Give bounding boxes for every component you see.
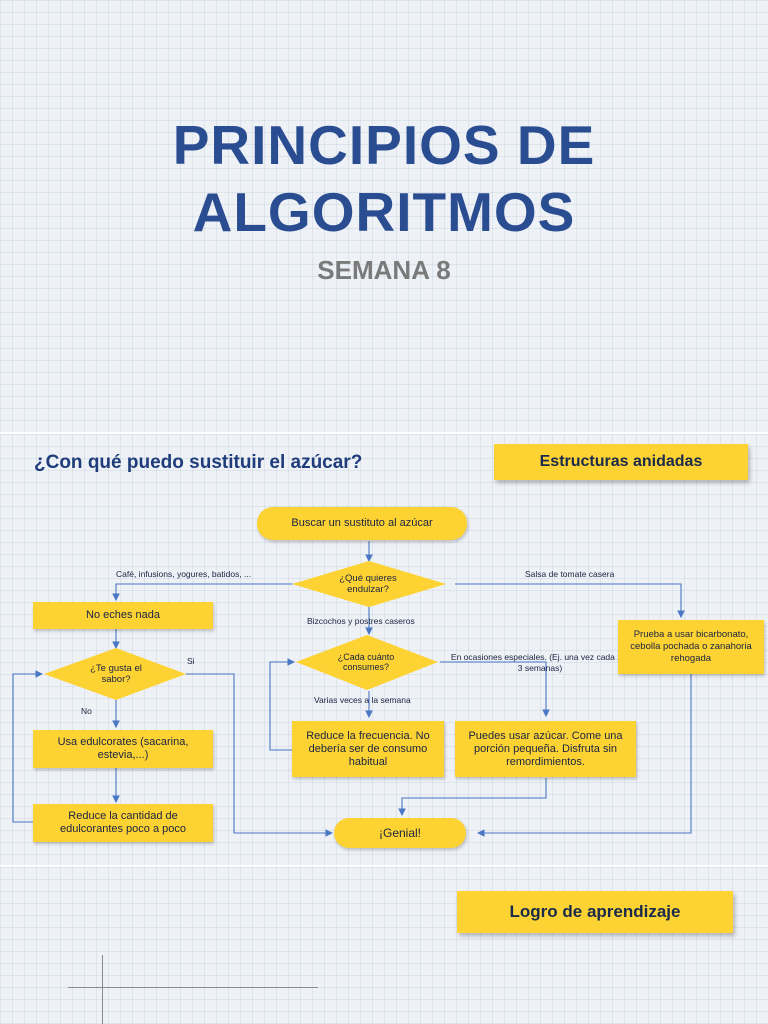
decision-sabor: ¿Te gusta el sabor?: [90, 663, 142, 685]
box-reduce-frecuencia: Reduce la frecuencia. No debería ser de …: [292, 721, 444, 777]
box-prueba-bicarbonato: Prueba a usar bicarbonato, cebolla pocha…: [618, 620, 764, 674]
main-title-line1: PRINCIPIOS DE: [172, 114, 596, 176]
end-node-genial: ¡Genial!: [334, 818, 466, 848]
decision-cada: ¿Cada cuánto consumes?: [337, 651, 395, 673]
box-no-eches-nada: No eches nada: [33, 602, 213, 629]
flowchart-connectors: [12, 541, 692, 837]
learning-slide: Logro de aprendizaje: [0, 867, 768, 1024]
connector-loop-cada: [269, 658, 296, 751]
connector-prueba-genial: [476, 674, 692, 837]
connector-ocasiones: [440, 661, 550, 718]
guide-line-horizontal: [68, 987, 318, 988]
label-ocasiones: En ocasiones especiales. (Ej. una vez ca…: [450, 652, 630, 673]
label-varias: Varias veces a la semana: [314, 695, 411, 705]
main-title-line2: ALGORITMOS: [192, 181, 576, 243]
subtitle: SEMANA 8: [317, 255, 451, 285]
label-bizcochos: Bizcochos y postres caseros: [307, 616, 415, 626]
decision-cada-shape: [296, 635, 438, 690]
decision-sabor-shape: [44, 648, 186, 700]
label-salsa: Salsa de tomate casera: [525, 569, 615, 579]
tag-estructuras-anidadas: Estructuras anidadas: [494, 444, 748, 480]
label-si: Si: [187, 656, 195, 666]
title-slide: PRINCIPIOS DE ALGORITMOS SEMANA 8: [0, 0, 768, 432]
label-no: No: [81, 706, 92, 716]
box-reduce-cantidad: Reduce la cantidad de edulcorantes poco …: [33, 804, 213, 842]
box-puedes-usar: Puedes usar azúcar. Come una porción peq…: [455, 721, 636, 777]
box-usa-edulcorates: Usa edulcorates (sacarina, estevia,...): [33, 730, 213, 768]
tag-logro-aprendizaje: Logro de aprendizaje: [457, 891, 733, 933]
decision-endulzar-shape: [292, 561, 446, 607]
main-title: PRINCIPIOS DE ALGORITMOS: [0, 112, 768, 246]
question-heading: ¿Con qué puedo sustituir el azúcar?: [34, 452, 363, 473]
connector-salsa: [455, 583, 685, 619]
decision-endulzar: ¿Qué quieres endulzar?: [339, 573, 397, 595]
label-cafe: Café, infusions, yogures, batidos, ...: [116, 569, 252, 579]
slide-divider: [0, 432, 768, 434]
slide-divider: [0, 865, 768, 867]
flowchart-slide: ¿Con qué puedo sustituir el azúcar? Estr…: [0, 434, 768, 865]
start-node: Buscar un sustituto al azúcar: [257, 507, 467, 540]
connector-cafe: [112, 583, 293, 602]
connector-loop-sabor: [12, 670, 44, 823]
connector-sabor-si: [186, 673, 334, 837]
guide-line-vertical: [102, 955, 103, 1024]
connector-puedes-genial: [398, 778, 547, 817]
